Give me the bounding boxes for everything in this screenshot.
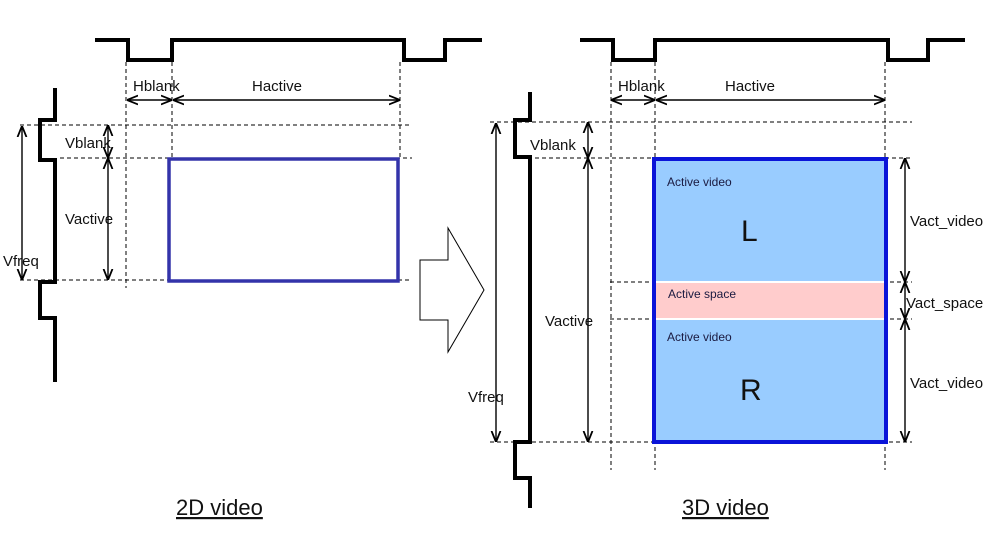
caption-2d: 2D video (176, 495, 263, 520)
caption-3d: 3D video (682, 495, 769, 520)
active-video-right-region (655, 319, 885, 441)
hblank-label-2d: Hblank (133, 78, 180, 95)
hsync-signal-2d (95, 38, 482, 62)
vsync-signal-3d (513, 92, 532, 508)
vact-space-label: Vact_space (906, 295, 983, 312)
hblank-label-3d: Hblank (618, 78, 665, 95)
active-video-bottom-label: Active video (667, 330, 732, 344)
vblank-label-3d: Vblank (530, 137, 576, 154)
left-eye-label: L (741, 215, 758, 248)
transition-arrow (419, 226, 485, 354)
vblank-label-2d: Vblank (65, 135, 111, 152)
hsync-signal-3d (580, 38, 965, 62)
active-space-label: Active space (668, 287, 736, 301)
vfreq-label-2d: Vfreq (3, 253, 39, 270)
vfreq-label-3d: Vfreq (468, 389, 504, 406)
active-video-left-region (655, 160, 885, 282)
diagram-2d: Hblank Hactive Vblank Vactive Vfreq 2D v… (3, 38, 482, 520)
vact-video-top-label: Vact_video (910, 213, 983, 230)
active-space-region (655, 282, 885, 319)
vactive-label-3d: Vactive (545, 313, 593, 330)
active-frame-3d (652, 157, 888, 444)
hactive-label-2d: Hactive (252, 78, 302, 95)
active-frame-2d (167, 157, 400, 283)
diagram-3d: Hblank Hactive Vblank Vactive Vfreq Acti… (468, 38, 983, 520)
vactive-label-2d: Vactive (65, 211, 113, 228)
right-eye-label: R (740, 374, 762, 407)
vact-video-bottom-label: Vact_video (910, 375, 983, 392)
hactive-label-3d: Hactive (725, 78, 775, 95)
active-video-top-label: Active video (667, 175, 732, 189)
vsync-signal-2d (38, 88, 57, 382)
